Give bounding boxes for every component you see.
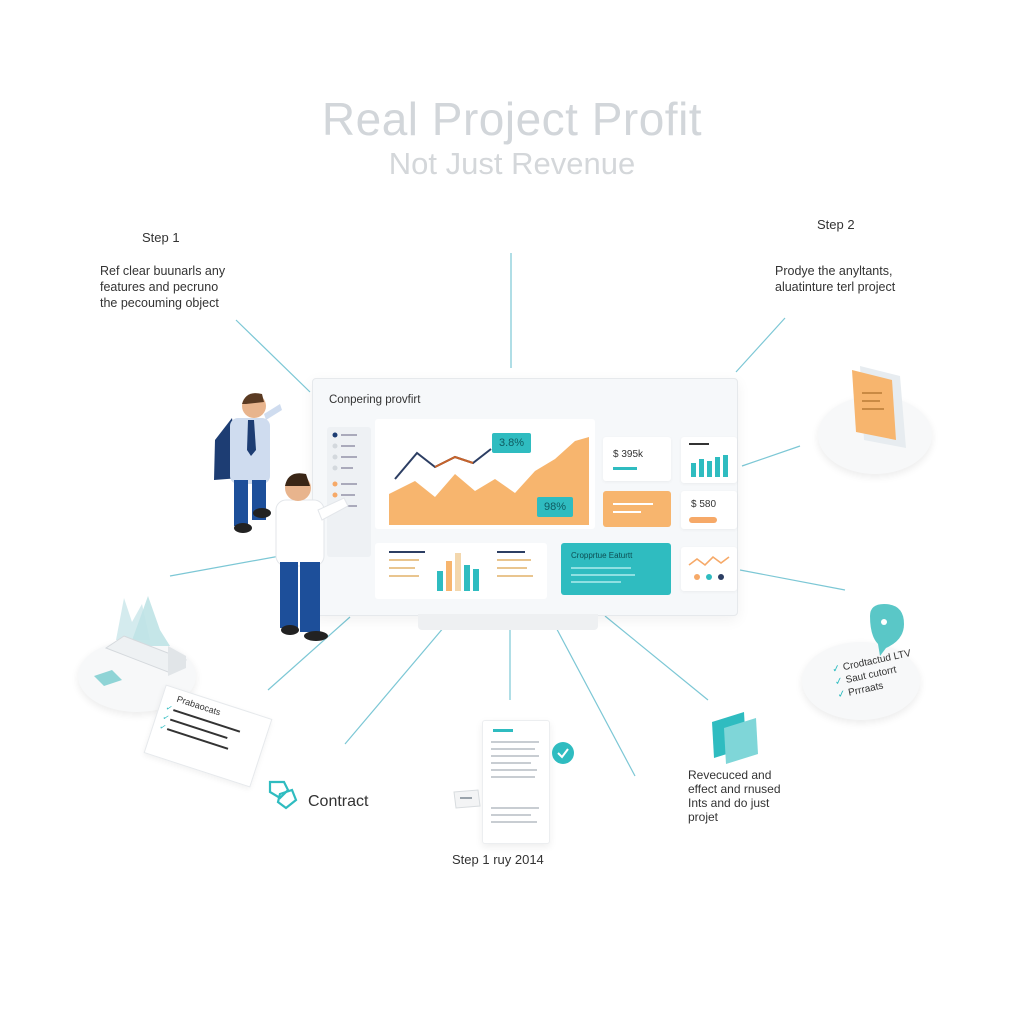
step2-line: Prodye the anyltants,	[775, 264, 893, 278]
check-icon: ✓	[158, 721, 168, 733]
revenue-note: Revecuced and effect and rnused Ints and…	[688, 768, 781, 824]
step2-note: Prodye the anyltants, aluatinture terl p…	[775, 263, 945, 295]
dashboard-heading: Conpering provfirt	[329, 394, 421, 406]
document-lines-icon	[491, 729, 539, 823]
profit-area-chart-card: 3.8% 98%	[375, 419, 595, 529]
connector-right-lower	[739, 569, 846, 591]
contract-label: Contract	[308, 793, 369, 810]
stat-a-value: $ 395k	[613, 449, 644, 460]
stat-b-value: $ 580	[691, 499, 717, 510]
mini-trend-chart	[688, 555, 730, 580]
mini-bar-chart-card	[681, 437, 737, 483]
bar-chart-card	[375, 543, 547, 599]
connector-contract	[344, 619, 451, 745]
badge-top: 3.8%	[492, 433, 532, 453]
stat-card-orange	[603, 491, 671, 527]
teal-summary-panel: Cropprtue Eaturtt	[561, 543, 671, 595]
step1-line: Ref clear buunarls any	[100, 264, 226, 278]
report-document	[482, 720, 550, 844]
connector-bottom-right	[551, 619, 636, 777]
step2-label: Step 2	[817, 217, 855, 232]
small-paper-icon	[453, 789, 481, 809]
connector-left	[169, 555, 281, 577]
stacked-cards-icon	[712, 712, 758, 764]
step1-label: Step 1	[142, 230, 180, 245]
bar-chart	[389, 551, 533, 591]
mini-bar-chart	[689, 443, 728, 477]
connector-left-lower	[267, 616, 351, 691]
badge-bottom: 98%	[537, 497, 574, 517]
stat-card-b: $ 580	[681, 491, 737, 529]
check-icon: ✓	[161, 712, 171, 723]
connector-step1	[235, 319, 311, 393]
person-standing-icon	[214, 393, 282, 533]
person-pointing-icon	[275, 473, 349, 641]
page-title: Real Project Profit	[321, 93, 703, 145]
step1-line: the pecouming object	[100, 296, 219, 310]
panel-title: Cropprtue Eaturtt	[571, 551, 633, 560]
checklist-platform	[802, 642, 920, 720]
page-subtitle: Not Just Revenue	[388, 146, 636, 181]
connector-revenue	[604, 615, 709, 701]
teal-check-badge-icon	[552, 742, 574, 764]
contract-handshake-icon	[268, 780, 298, 810]
step2-line: aluatinture terl project	[775, 280, 896, 294]
stat-card-a: $ 395k	[603, 437, 671, 481]
connector-right-upper	[741, 445, 801, 467]
connector-step2	[735, 317, 786, 373]
stat-b-progress	[689, 517, 717, 523]
mini-trend-card	[681, 547, 737, 591]
monitor-stand	[418, 614, 598, 630]
stat-a-bar	[613, 467, 637, 470]
step1-line: features and pecruno	[100, 280, 219, 294]
check-icon: ✓	[164, 702, 174, 714]
dashboard-monitor: Conpering provfirt 3.8% 98% $ 395k	[312, 378, 738, 616]
bottom-step-label: Step 1 ruy 2014	[452, 852, 544, 867]
step1-note: Ref clear buunarls any features and pecr…	[100, 263, 260, 311]
dashboard-sidebar	[327, 427, 371, 557]
